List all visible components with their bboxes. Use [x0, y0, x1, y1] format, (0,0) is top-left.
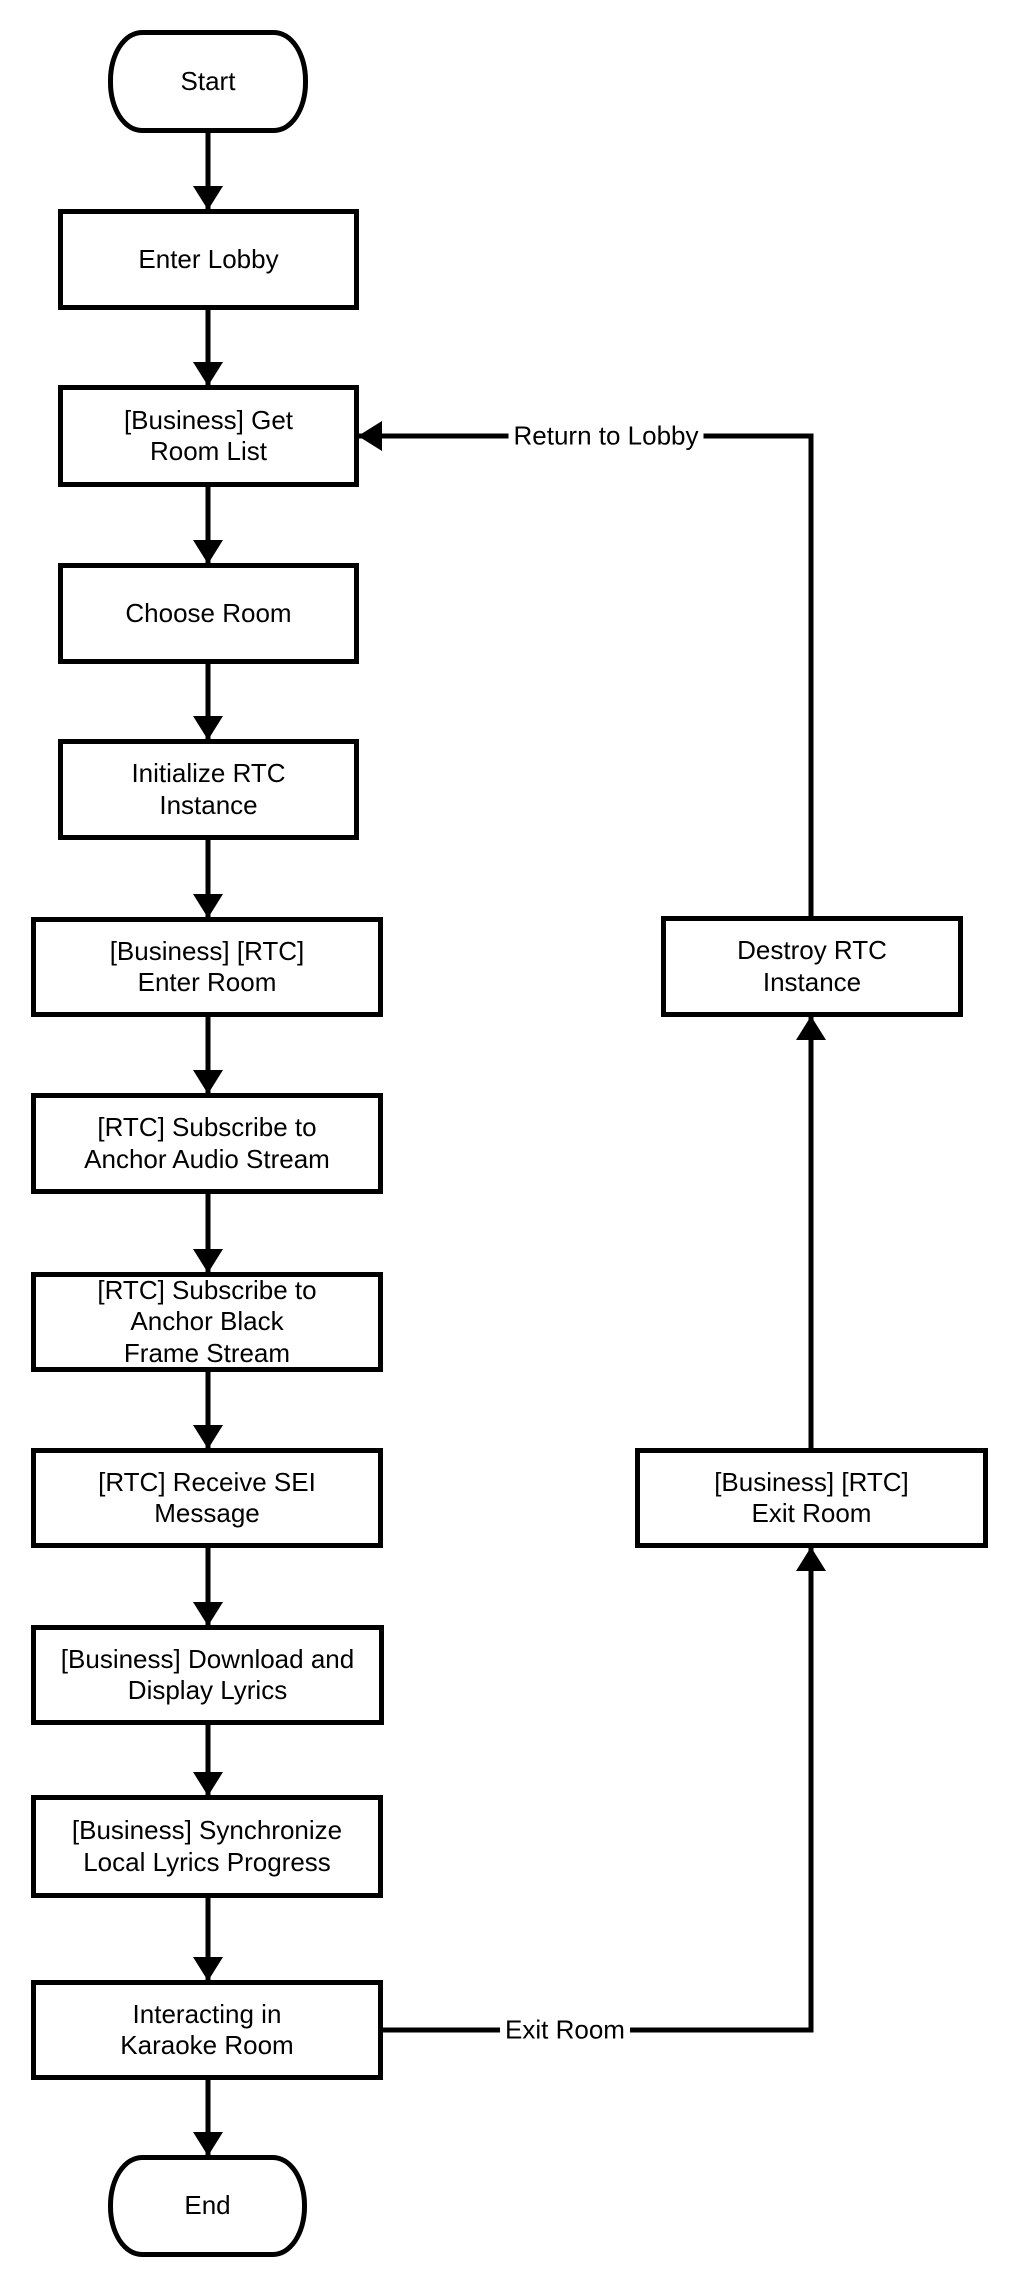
- node-enter-lobby: Enter Lobby: [58, 209, 359, 310]
- edge-interacting-to-exit-room: [383, 1547, 826, 2033]
- node-initialize-rtc: Initialize RTC Instance: [58, 739, 359, 840]
- node-get-room-list: [Business] Get Room List: [58, 385, 359, 487]
- node-destroy-rtc: Destroy RTC Instance: [661, 916, 963, 1017]
- node-interacting: Interacting in Karaoke Room: [31, 1980, 383, 2080]
- node-enter-room: [Business] [RTC] Enter Room: [31, 917, 383, 1017]
- node-start: Start: [108, 30, 308, 133]
- node-subscribe-audio: [RTC] Subscribe to Anchor Audio Stream: [31, 1093, 383, 1194]
- node-choose-room: Choose Room: [58, 563, 359, 664]
- node-receive-sei: [RTC] Receive SEI Message: [31, 1448, 383, 1548]
- edge-label-exit-room: Exit Room: [500, 2014, 630, 2046]
- edge-destroy-rtc-to-get-room-list: [358, 421, 814, 916]
- node-subscribe-black-frame: [RTC] Subscribe to Anchor Black Frame St…: [31, 1272, 383, 1372]
- node-end: End: [108, 2155, 307, 2257]
- edge-label-return-to-lobby: Return to Lobby: [508, 420, 704, 452]
- node-exit-room: [Business] [RTC] Exit Room: [635, 1448, 988, 1548]
- node-download-lyrics: [Business] Download and Display Lyrics: [31, 1625, 384, 1725]
- node-sync-lyrics: [Business] Synchronize Local Lyrics Prog…: [31, 1795, 383, 1898]
